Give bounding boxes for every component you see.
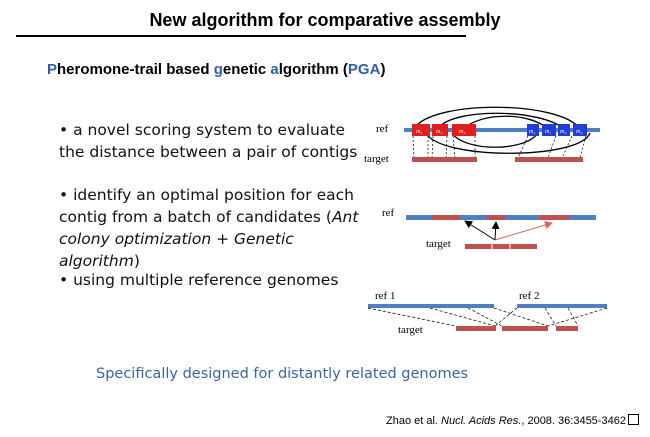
citation-authors: Zhao et al. xyxy=(386,415,442,427)
panel3-target-contig-2 xyxy=(502,326,548,331)
subtitle-part3: lgorithm ( xyxy=(278,61,348,78)
subtitle-part1: heromone-trail based xyxy=(57,61,214,78)
panel1-red-block-3 xyxy=(452,124,476,136)
panel2-candidate-1 xyxy=(432,215,460,220)
slide-subtitle: Pheromone-trail based genetic algorithm … xyxy=(47,61,385,78)
panel2-arrow-right xyxy=(494,221,553,241)
bullet-multiple-references: • using multiple reference genomes xyxy=(59,271,339,289)
subtitle-part4: ) xyxy=(380,61,386,78)
panel3-diagram xyxy=(367,304,608,331)
panel1-red-block-2 xyxy=(432,124,448,136)
panel1-diagram: m₁ m₂ m₃ m₄ m₁ m₂ m₃ xyxy=(404,106,600,162)
panel1-target-label: target xyxy=(364,153,389,165)
panel1-ref-label: ref xyxy=(376,123,389,135)
panel1-contig-label-4: m₄ xyxy=(529,129,535,135)
panel1-contig-label-3: m₃ xyxy=(459,129,465,135)
panel1-arcs xyxy=(413,106,591,154)
panel1-blue-block-3 xyxy=(558,124,570,136)
panel1-ref-bar xyxy=(404,128,600,132)
subtitle-initial-g: g xyxy=(213,61,223,78)
bullet-scoring: • a novel scoring system to evaluate the… xyxy=(59,121,358,161)
panel1-contig-label-6: m₂ xyxy=(560,129,566,135)
panel1-contig-label-7: m₃ xyxy=(576,129,582,135)
panel2-target-label: target xyxy=(426,238,451,250)
panel3-ref2-label: ref 2 xyxy=(519,290,540,302)
panel3-target-label: target xyxy=(398,324,423,336)
subtitle-initial-p: P xyxy=(47,61,58,78)
panel1-contig-label-2: m₂ xyxy=(436,129,442,135)
title-underline xyxy=(16,35,466,37)
panel1-blue-block-4 xyxy=(573,124,587,136)
panel2-diagram xyxy=(406,215,596,249)
panel3-ref1-label: ref 1 xyxy=(375,290,396,302)
panel1-red-block-1 xyxy=(412,124,430,136)
panel2-arrow-middle xyxy=(491,221,500,241)
panel2-candidate-2 xyxy=(487,215,505,220)
bullet-optimal-position-italic: Ant colony optimization + Genetic algori… xyxy=(59,208,359,270)
panel3-dashed-links xyxy=(367,307,608,327)
checkbox-icon xyxy=(627,414,639,425)
panel3-ref1-bar xyxy=(368,304,494,308)
panel1-target-contig-2 xyxy=(515,157,583,162)
panel1-target-contig-1 xyxy=(412,157,477,162)
bullet-optimal-position-text: • identify an optimal position for each … xyxy=(59,186,354,226)
panel3-target-contig-3 xyxy=(556,326,578,331)
citation-rest: , 2008. 36:3455-3462 xyxy=(521,415,626,427)
panel1-contig-label-5: m₁ xyxy=(545,129,551,135)
tagline: Specifically designed for distantly rela… xyxy=(96,366,469,382)
subtitle-initial-a: a xyxy=(270,61,279,78)
subtitle-part2: enetic xyxy=(222,61,271,78)
panel2-ref-label: ref xyxy=(382,207,395,219)
citation-journal: Nucl. Acids Res. xyxy=(441,415,522,427)
panel2-candidate-3 xyxy=(539,215,569,220)
panel3-ref2-bar xyxy=(517,304,607,308)
bullet-optimal-position: • identify an optimal position for each … xyxy=(59,184,369,272)
panel2-arrow-left xyxy=(464,220,496,241)
slide-title: New algorithm for comparative assembly xyxy=(149,10,501,30)
panel1-contig-label-1: m₁ xyxy=(416,129,422,135)
panel1-blue-block-2 xyxy=(542,124,556,136)
panel1-blue-block-1 xyxy=(527,124,539,136)
subtitle-acronym: PGA xyxy=(347,61,381,78)
panel2-target-contig xyxy=(465,244,537,249)
panel1-dashed-links xyxy=(412,135,587,159)
citation: Zhao et al. Nucl. Acids Res., 2008. 36:3… xyxy=(386,414,639,427)
panel3-target-contig-1 xyxy=(456,326,496,331)
bullet-optimal-position-close: ) xyxy=(133,252,140,270)
